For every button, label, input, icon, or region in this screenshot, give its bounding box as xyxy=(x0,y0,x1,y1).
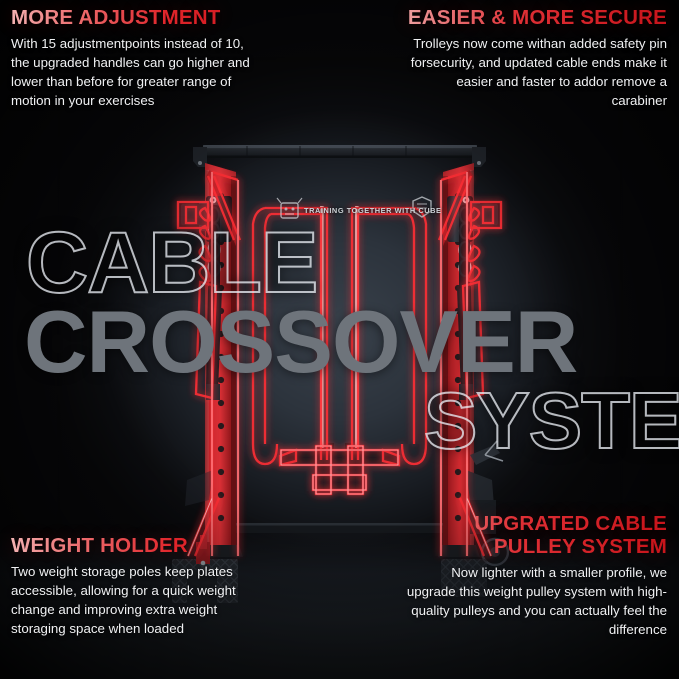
feature-body-easier-more-secure: Trolleys now come withan added safety pi… xyxy=(410,36,667,108)
watermark-cable: CABLE xyxy=(25,215,319,311)
feature-more-adjustment: MORE ADJUSTMENT With 15 adjustmentpoints… xyxy=(11,6,261,111)
feature-heading-weight-holder: WEIGHT HOLDER xyxy=(11,534,273,557)
feature-heading-easier-more-secure: EASIER & MORE SECURE xyxy=(405,6,667,29)
feature-heading-upgraded-cable-pulley: UPGRATED CABLE PULLEY SYSTEM xyxy=(405,512,667,558)
feature-weight-holder: WEIGHT HOLDER Two weight storage poles k… xyxy=(11,534,273,639)
watermark-crossover: CROSSOVER xyxy=(24,292,578,391)
feature-body-upgraded-cable-pulley: Now lighter with a smaller profile, we u… xyxy=(406,565,667,637)
feature-easier-more-secure: EASIER & MORE SECURE Trolleys now come w… xyxy=(405,6,667,111)
machine-logo-text: TRAINING TOGETHER WITH CUBE xyxy=(304,206,442,215)
watermark-system: SYSTEM xyxy=(423,376,679,465)
feature-body-weight-holder: Two weight storage poles keep plates acc… xyxy=(11,564,236,636)
feature-heading-more-adjustment: MORE ADJUSTMENT xyxy=(11,6,261,29)
feature-body-more-adjustment: With 15 adjustmentpoints instead of 10, … xyxy=(11,36,250,108)
feature-upgraded-cable-pulley: UPGRATED CABLE PULLEY SYSTEM Now lighter… xyxy=(405,512,667,640)
